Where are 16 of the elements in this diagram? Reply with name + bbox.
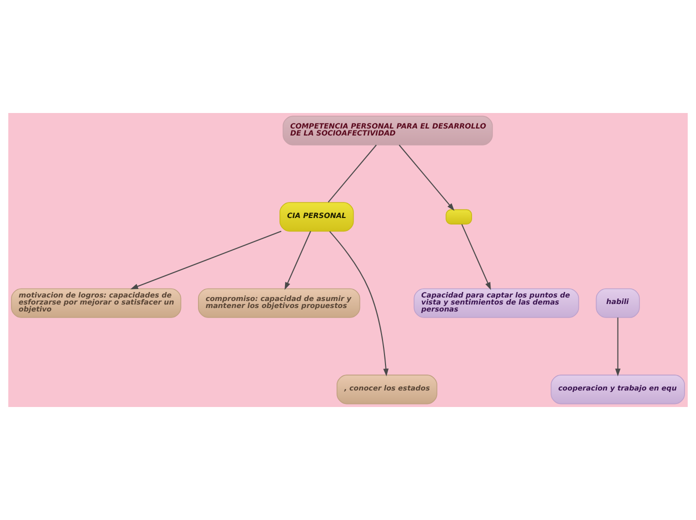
arrow bbox=[284, 231, 312, 290]
node-box: motivacion de logros: capacidades de esforzarse por mejorar o satisfacer un objetivo bbox=[11, 288, 182, 318]
arrow bbox=[329, 231, 389, 376]
node-box: COMPETENCIA PERSONAL PARA EL DESARROLLO DE LA SOCIOAFECTIVIDAD bbox=[282, 116, 493, 146]
node-box: habili bbox=[596, 288, 640, 318]
node-box: , conocer los estados bbox=[336, 374, 438, 404]
node-box: Capacidad para captar los puntos de vista y sentimientos de las demas personas bbox=[414, 288, 580, 318]
node-box: CIA PERSONAL bbox=[280, 202, 354, 232]
arrow bbox=[461, 224, 491, 290]
arrow bbox=[615, 318, 621, 376]
node-box bbox=[446, 209, 472, 224]
node-box: compromiso: capacidad de asumir y mantener los objetivos propuestos bbox=[198, 288, 360, 318]
arrow bbox=[130, 230, 282, 290]
node-box: cooperacion y trabajo en equ bbox=[550, 374, 685, 404]
arrow bbox=[398, 144, 454, 211]
connector bbox=[328, 144, 377, 203]
